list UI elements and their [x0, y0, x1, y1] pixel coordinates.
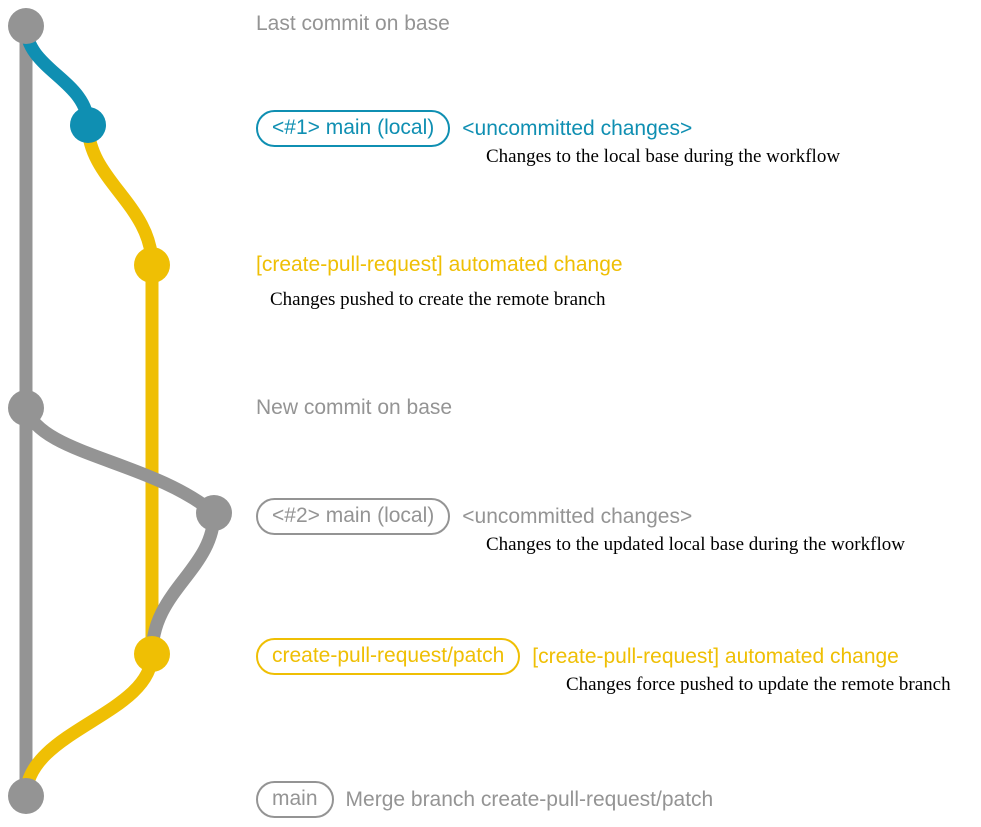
patch-merge-line — [19, 647, 159, 803]
commit-row-last-commit-on-base: Last commit on base — [256, 12, 450, 36]
commit-subject: <uncommitted changes> — [462, 116, 693, 140]
commit-node-new-commit-on-base[interactable] — [8, 390, 44, 426]
commit-node-last-commit-on-base[interactable] — [8, 8, 44, 44]
updated-base-merge-line — [145, 506, 221, 661]
commit-row-merge-commit: main Merge branch create-pull-request/pa… — [256, 781, 714, 819]
commit-subject: New commit on base — [256, 396, 453, 419]
ref-badge-main-local-2[interactable]: <#2> main (local) — [256, 498, 451, 536]
ref-badge-main-local-1[interactable]: <#1> main (local) — [256, 110, 451, 148]
commit-description-local-uncommitted-1: Changes to the local base during the wor… — [486, 146, 841, 167]
commit-description-automated-change-2: Changes force pushed to update the remot… — [566, 674, 951, 695]
commit-subject: [create-pull-request] automated change — [532, 644, 899, 668]
commit-subject: Last commit on base — [256, 12, 450, 35]
patch-branch-line-1 — [81, 118, 159, 272]
ref-badge-main[interactable]: main — [256, 781, 334, 819]
commit-row-new-commit-on-base: New commit on base — [256, 396, 452, 420]
commit-row-automated-change-1: [create-pull-request] automated change — [256, 253, 623, 277]
commit-description-local-uncommitted-2: Changes to the updated local base during… — [486, 534, 905, 555]
commit-node-automated-change-2[interactable] — [134, 636, 170, 672]
commit-row-local-uncommitted-1: <#1> main (local) <uncommitted changes> — [256, 110, 693, 148]
commit-subject: Merge branch create-pull-request/patch — [345, 787, 714, 811]
commit-subject: <uncommitted changes> — [462, 504, 693, 528]
commit-row-automated-change-2: create-pull-request/patch [create-pull-r… — [256, 638, 899, 676]
commit-node-local-uncommitted-1[interactable] — [70, 107, 106, 143]
ref-badge-create-pull-request-patch[interactable]: create-pull-request/patch — [256, 638, 521, 676]
commit-node-local-uncommitted-2[interactable] — [196, 495, 232, 531]
commit-description-automated-change-1: Changes pushed to create the remote bran… — [270, 289, 606, 310]
updated-base-branch-line — [19, 401, 221, 520]
commit-row-local-uncommitted-2: <#2> main (local) <uncommitted changes> — [256, 498, 693, 536]
commit-subject: [create-pull-request] automated change — [256, 253, 623, 276]
commit-node-automated-change-1[interactable] — [134, 247, 170, 283]
commit-node-merge-commit[interactable] — [8, 778, 44, 814]
